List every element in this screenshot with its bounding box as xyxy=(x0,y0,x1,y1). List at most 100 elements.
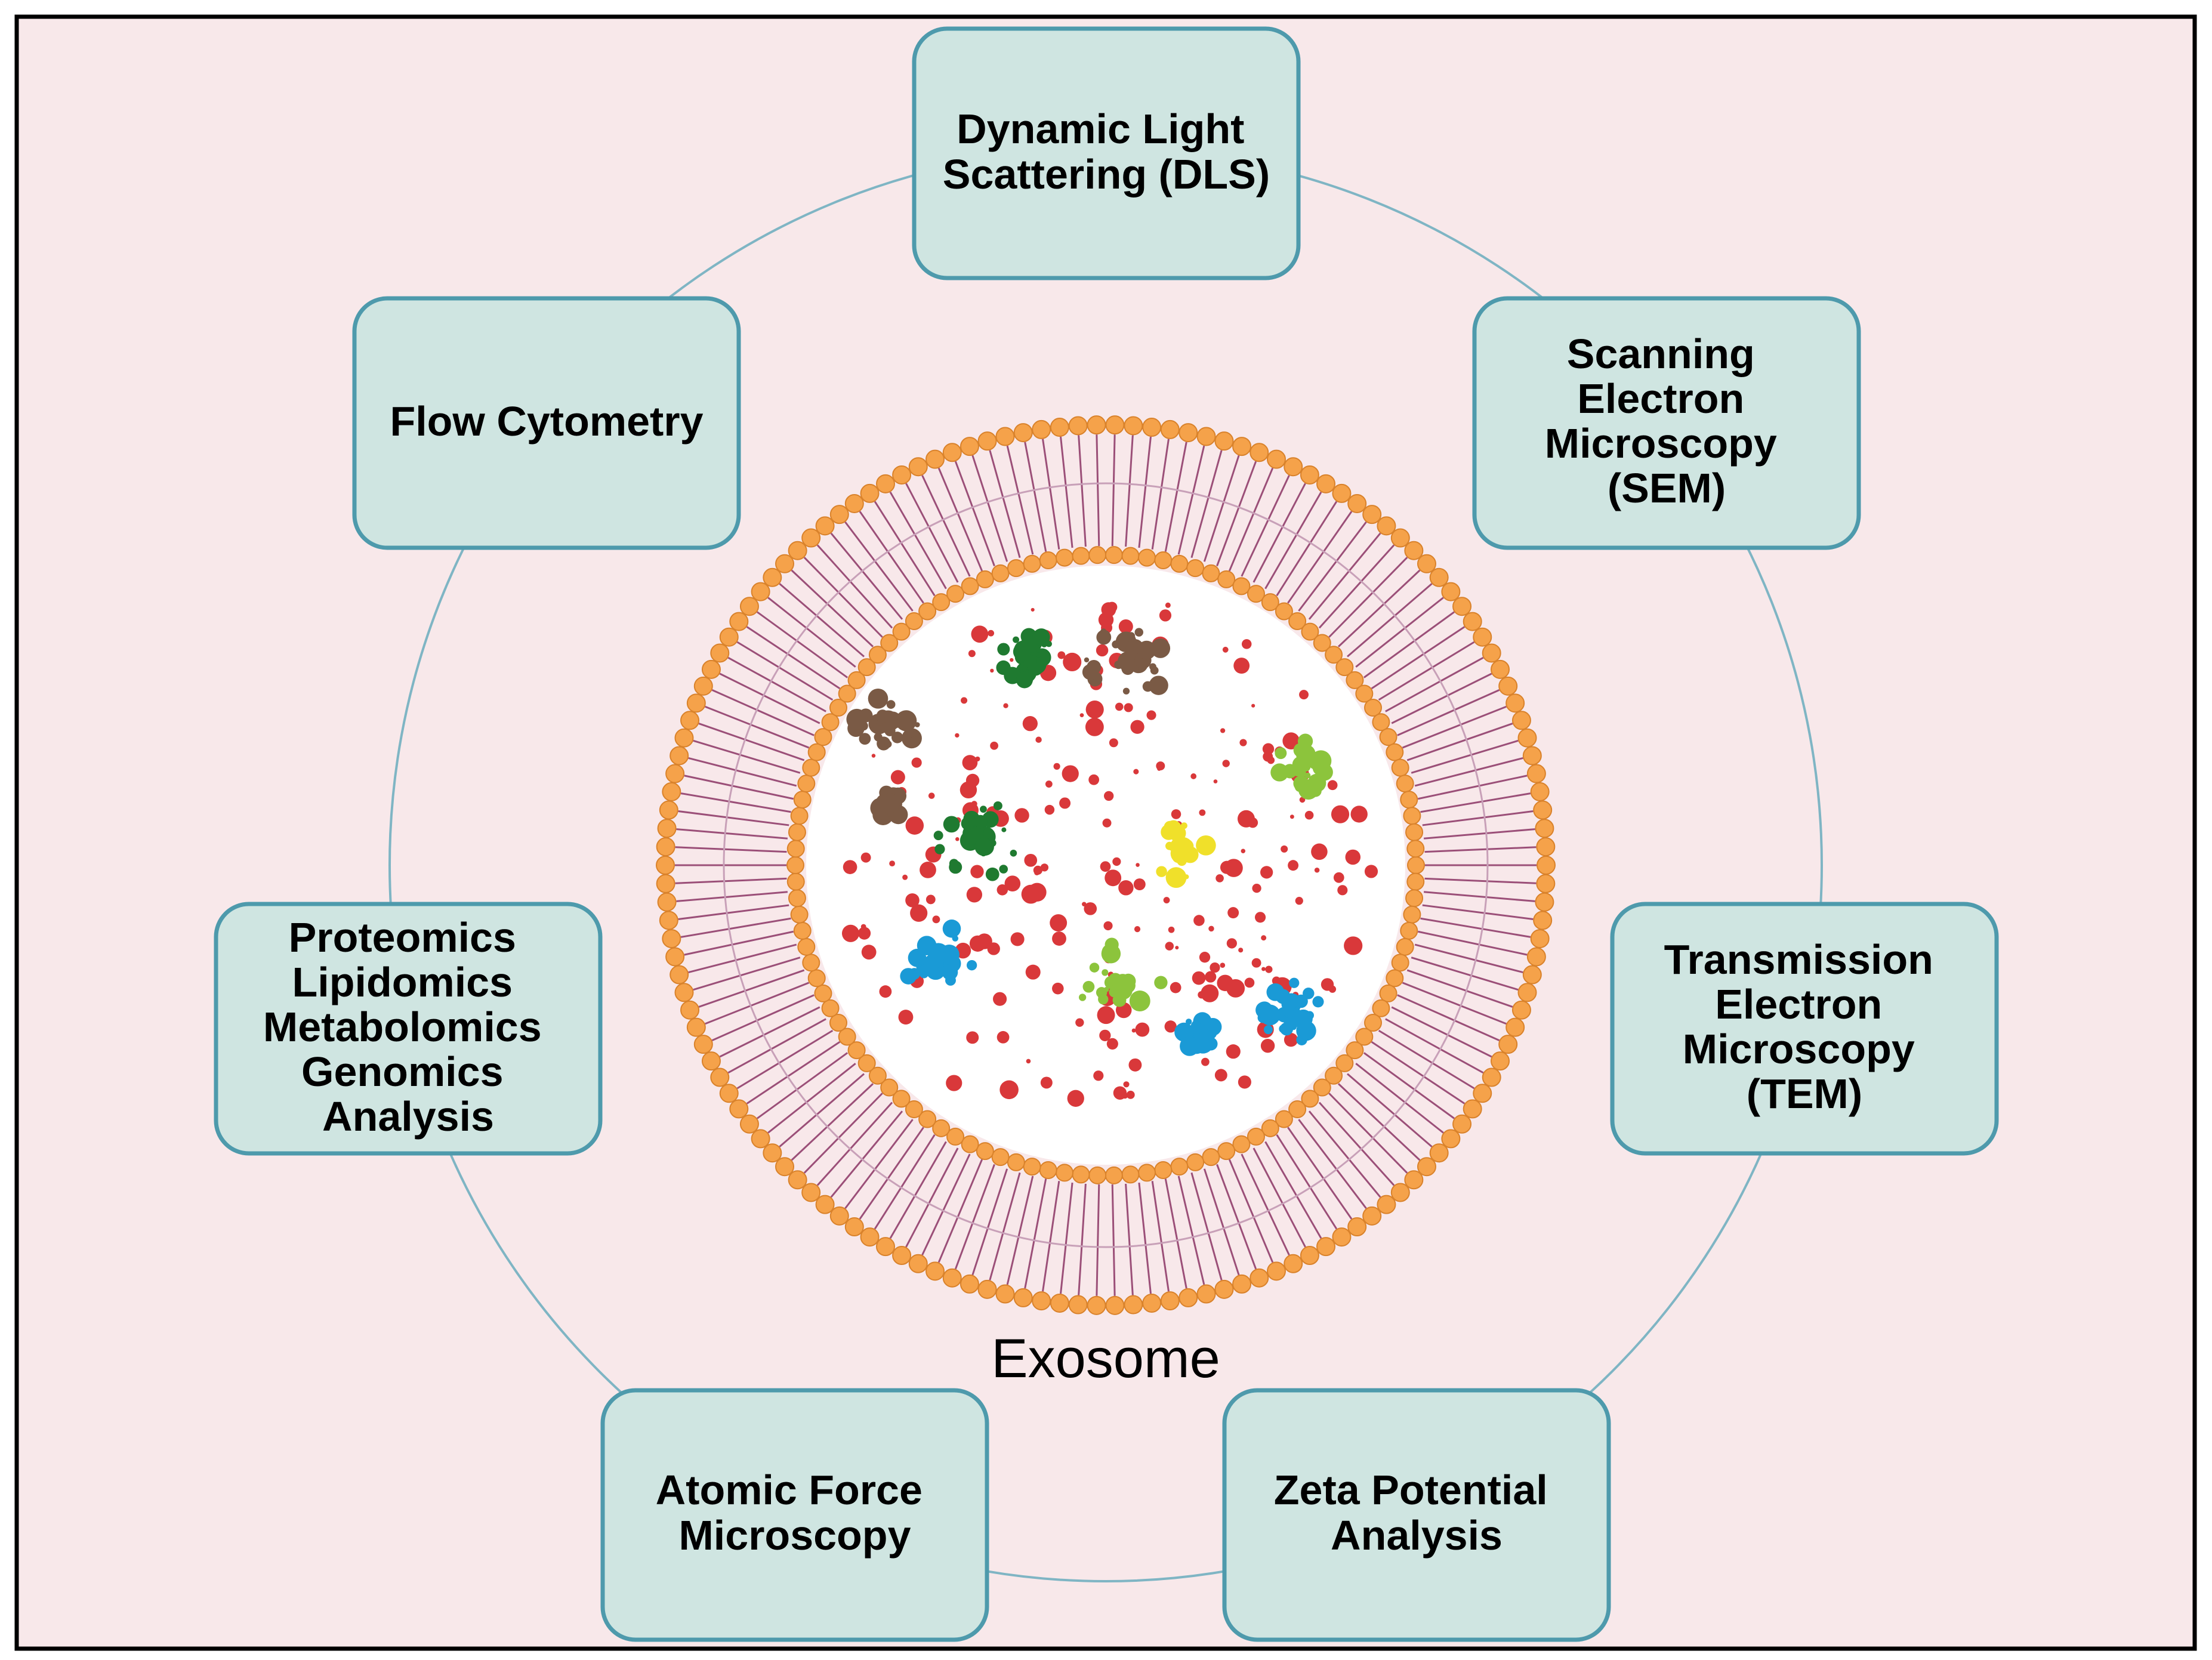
lipid-tail xyxy=(1276,501,1338,597)
cargo-particle xyxy=(969,935,986,952)
lipid-tail xyxy=(1308,532,1381,620)
lipid-tail xyxy=(746,626,841,690)
lipid-tail xyxy=(1078,1183,1087,1295)
cargo-particle xyxy=(1103,921,1113,931)
lipid-head xyxy=(960,437,979,456)
lipid-bilayer-tails xyxy=(675,434,1537,1296)
lipid-tail xyxy=(1402,705,1507,749)
lipid-head xyxy=(1121,1165,1140,1184)
lipid-head xyxy=(1530,782,1550,801)
cargo-particle xyxy=(1097,1006,1115,1025)
lipid-head xyxy=(977,1279,997,1299)
lipid-tail xyxy=(874,1134,936,1230)
lipid-head xyxy=(1072,547,1090,565)
cargo-particle xyxy=(1267,756,1275,764)
lipid-head xyxy=(976,570,994,588)
cargo-particle xyxy=(1282,732,1300,749)
lipid-head xyxy=(829,1013,847,1032)
lipid-head xyxy=(670,746,689,766)
lipid-head xyxy=(892,465,912,485)
lipid-tail xyxy=(791,569,874,647)
lipid-head xyxy=(1404,541,1424,560)
cargo-particle xyxy=(1284,1033,1298,1047)
cargo-particle xyxy=(1333,872,1344,883)
cargo-particle xyxy=(1344,936,1363,955)
lipid-tail xyxy=(1298,1119,1367,1209)
lipid-head xyxy=(1526,764,1546,783)
lipid-head xyxy=(729,1099,749,1119)
cargo-particle xyxy=(968,650,976,658)
lipid-tail xyxy=(1424,846,1537,853)
lipid-head xyxy=(1417,1157,1436,1177)
lipid-head xyxy=(1039,551,1057,570)
cargo-particle xyxy=(1010,932,1025,946)
lipid-tail xyxy=(684,930,794,956)
lipid-head xyxy=(674,983,694,1002)
lipid-head xyxy=(1214,431,1234,451)
lipid-head xyxy=(1391,758,1409,777)
lipid-head xyxy=(656,856,675,875)
cargo-particle xyxy=(1004,875,1021,892)
cargo-particle xyxy=(980,806,987,813)
cargo-particle xyxy=(1238,1075,1251,1089)
lipid-tail xyxy=(1203,1168,1240,1276)
sem-label: Scanning Electron Microscopy (SEM) xyxy=(1545,331,1788,511)
lipid-head xyxy=(1463,1099,1482,1119)
lipid-head xyxy=(1247,585,1265,603)
cargo-particle xyxy=(966,960,977,971)
lipid-head xyxy=(918,602,937,621)
lipid-head xyxy=(775,1157,795,1177)
cargo-particle xyxy=(1208,925,1214,932)
lipid-head xyxy=(1055,1164,1073,1182)
cargo-particle xyxy=(1222,760,1230,767)
cargo-particle xyxy=(997,1030,1010,1044)
lipid-head xyxy=(701,659,721,679)
cargo-particle xyxy=(1045,780,1053,788)
cargo-particle xyxy=(997,643,1010,656)
lipid-tail xyxy=(1228,1159,1274,1263)
lipid-head xyxy=(1522,965,1542,985)
lipid-head xyxy=(1124,416,1143,436)
cargo-particle xyxy=(871,754,876,758)
lipid-head xyxy=(1087,415,1106,435)
lipid-tail xyxy=(954,461,995,567)
lipid-head xyxy=(1355,684,1374,703)
lipid-head xyxy=(847,671,866,689)
cargo-particle xyxy=(1331,805,1350,823)
lipid-tail xyxy=(1096,434,1100,547)
lipid-head xyxy=(1288,612,1307,630)
lipid-head xyxy=(1154,1161,1173,1179)
cargo-particle xyxy=(1193,915,1205,926)
cargo-particle xyxy=(1350,806,1368,823)
lipid-head xyxy=(659,911,678,930)
lipid-head xyxy=(788,889,806,908)
lipid-head xyxy=(1105,415,1125,435)
lipid-head xyxy=(1068,1295,1088,1315)
lipid-head xyxy=(1250,443,1269,462)
cargo-particle xyxy=(1220,728,1226,733)
cargo-particle xyxy=(912,954,920,961)
lipid-head xyxy=(693,676,713,696)
cargo-particle xyxy=(1294,782,1305,792)
cargo-particle xyxy=(921,942,932,954)
lipid-head xyxy=(1498,1035,1518,1054)
lipid-tail xyxy=(1423,891,1535,902)
lipid-head xyxy=(1160,419,1180,439)
lipid-tail xyxy=(859,511,924,604)
lipid-head xyxy=(739,597,759,616)
lipid-head xyxy=(991,564,1010,582)
lipid-head xyxy=(1217,1142,1236,1161)
lipid-head xyxy=(793,921,812,940)
cargo-particle xyxy=(1115,702,1124,711)
cargo-particle xyxy=(946,1075,962,1091)
cargo-particle xyxy=(841,924,860,942)
lipid-head xyxy=(1405,823,1424,841)
cargo-particle xyxy=(1163,897,1170,903)
cargo-particle xyxy=(1032,628,1050,646)
lipid-head xyxy=(857,658,876,677)
cargo-particle xyxy=(1035,736,1042,743)
lipid-head xyxy=(1214,1279,1234,1299)
technique-box-dls: Dynamic Light Scattering (DLS) xyxy=(912,26,1301,280)
lipid-head xyxy=(905,612,923,630)
